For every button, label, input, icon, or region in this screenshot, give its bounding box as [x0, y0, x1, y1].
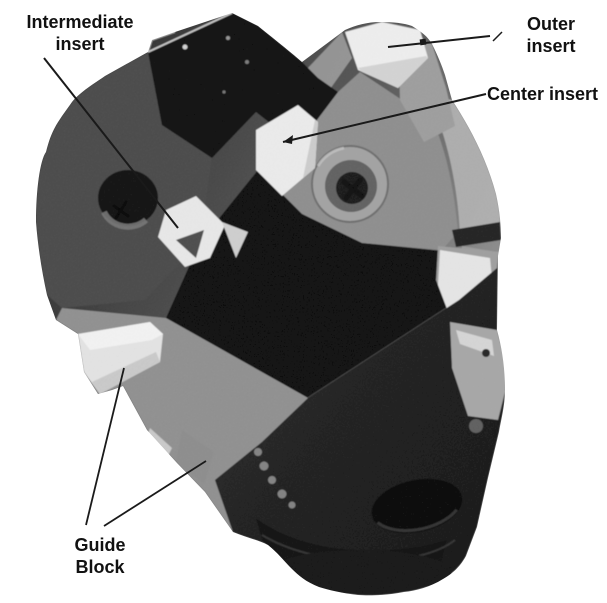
leader-line-guide-block-2: [103, 460, 207, 527]
leader-line-outer-insert: [387, 35, 491, 48]
leader-line-guide-block-1: [85, 367, 125, 526]
leader-tick-outer-insert: [492, 31, 503, 42]
annotation-lines: [43, 31, 503, 527]
leader-dot-outer-insert: [419, 38, 427, 46]
leader-tip-center-insert: [283, 135, 293, 144]
label-guide-block: Guide Block: [74, 535, 126, 577]
label-outer-insert: Outer insert: [526, 14, 576, 56]
label-intermediate-insert: Intermediate insert: [26, 12, 134, 54]
leader-line-center-insert: [282, 93, 487, 143]
label-center-insert: Center insert: [487, 84, 599, 104]
leader-line-intermediate-insert: [43, 57, 179, 229]
